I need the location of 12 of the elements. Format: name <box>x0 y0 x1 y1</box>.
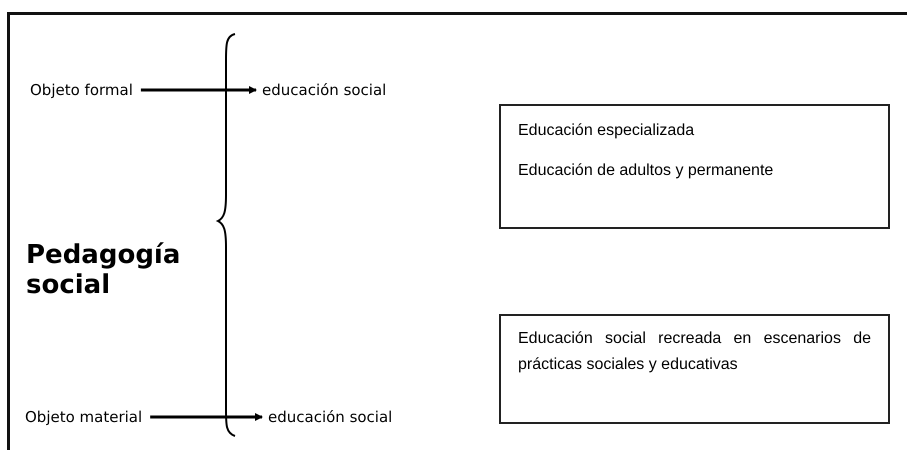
node-label: Objeto formal <box>30 78 133 102</box>
node-label: Objeto material <box>25 405 142 429</box>
box-text: Educación especializada <box>518 121 696 141</box>
node-label: educación social <box>262 78 386 102</box>
box-text: Educación de adultos y permanente <box>518 161 774 181</box>
title-label: Pedagogía social <box>26 240 182 300</box>
text-box <box>499 104 890 229</box>
box-text: Educación social recreada en escenarios de prácticas sociales y educativas <box>518 329 871 375</box>
node-label: educación social <box>268 405 392 429</box>
arrow <box>150 413 263 421</box>
text-box <box>499 314 890 424</box>
arrow <box>140 86 257 94</box>
